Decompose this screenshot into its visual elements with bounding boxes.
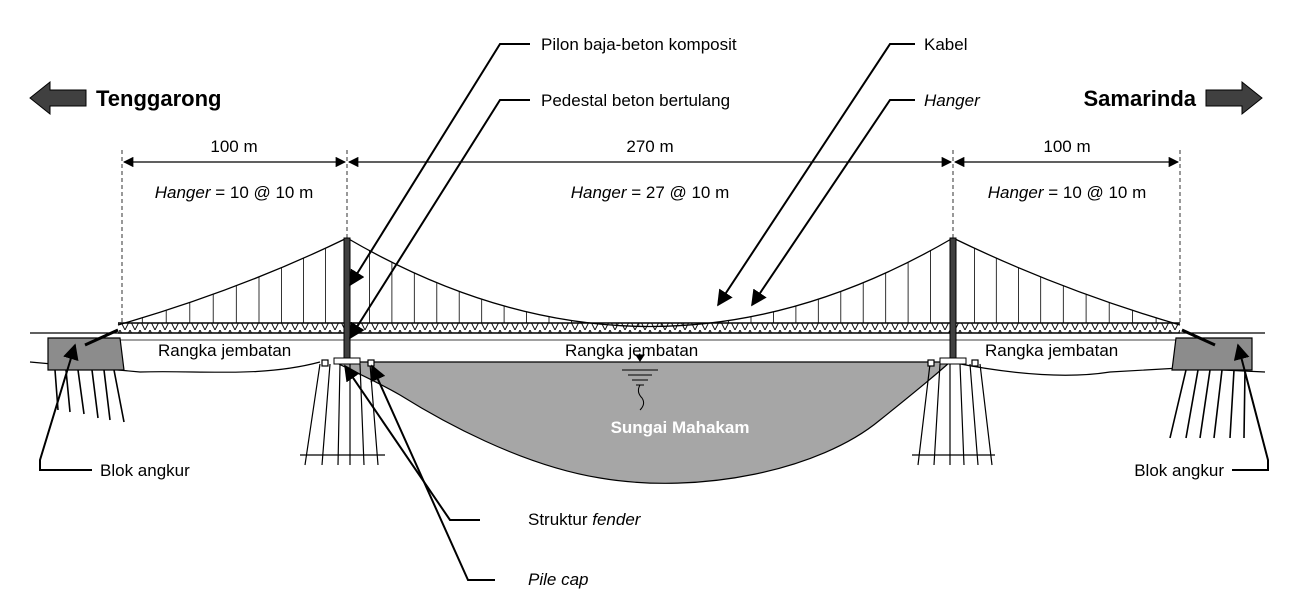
city-right: Samarinda	[1084, 86, 1197, 111]
callout-fender: Struktur fender	[528, 510, 642, 529]
callout-hanger: Hanger	[924, 91, 981, 110]
arrow-left-icon	[29, 80, 87, 116]
piles-left	[300, 359, 385, 466]
callout-pile-cap: Pile cap	[528, 570, 588, 589]
callout-cable: Kabel	[924, 35, 967, 54]
span-main-hanger: Hanger = 27 @ 10 m	[571, 183, 730, 202]
callout-pedestal: Pedestal beton bertulang	[541, 91, 730, 110]
hanger-group	[141, 248, 1157, 327]
river-area	[334, 361, 952, 484]
callout-anchor-right: Blok angkur	[1134, 461, 1224, 480]
callout-leaders	[39, 43, 1269, 581]
arrow-right-icon	[1205, 80, 1263, 116]
water-level-marker	[622, 354, 658, 411]
span-left-length: 100 m	[210, 137, 257, 156]
span-right-hanger: Hanger = 10 @ 10 m	[988, 183, 1147, 202]
pylon-right	[939, 237, 967, 365]
anchor-block-right	[1169, 328, 1253, 439]
truss-label-main: Rangka jembatan	[565, 341, 698, 360]
pylon-left	[333, 237, 361, 365]
city-left: Tenggarong	[96, 86, 221, 111]
anchor-block-left	[47, 328, 125, 423]
cable-left-side	[117, 237, 348, 326]
callout-pylon: Pilon baja-beton komposit	[541, 35, 737, 54]
span-boundaries	[121, 150, 1181, 325]
cable-right-side	[952, 237, 1181, 326]
callout-anchor-left: Blok angkur	[100, 461, 190, 480]
truss-label-right: Rangka jembatan	[985, 341, 1118, 360]
piles-right	[912, 359, 995, 466]
truss-label-left: Rangka jembatan	[158, 341, 291, 360]
truss-web	[118, 323, 1180, 333]
cable-main	[346, 237, 954, 328]
span-left-hanger: Hanger = 10 @ 10 m	[155, 183, 314, 202]
span-right-length: 100 m	[1043, 137, 1090, 156]
span-main-length: 270 m	[626, 137, 673, 156]
river-label: Sungai Mahakam	[611, 418, 750, 437]
